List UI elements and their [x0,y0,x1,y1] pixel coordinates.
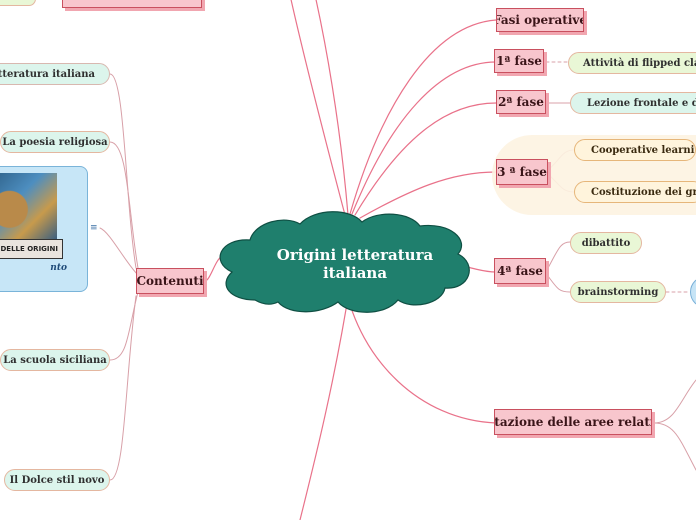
link-valutazione [344,284,497,424]
image-band-text: DELLE ORIGINI [0,245,59,253]
painting-image [0,173,57,239]
fase1-label: 1ª fase [496,54,542,68]
contenuti-item-dolce-stil-novo[interactable]: Il Dolce stil novo [4,469,110,491]
link-center-bottom [299,284,351,520]
link-contenuti-item1 [109,73,137,269]
fase4-child-brainstorming[interactable]: brainstorming [570,281,666,303]
contenuti-item-label: Il Dolce stil novo [9,474,105,486]
fase4-label: 4ª fase [497,264,543,278]
image-topic-card[interactable]: DELLE ORIGINI nto [0,166,88,292]
link-center-top1 [290,0,346,216]
link-fase4-child1 [547,241,571,269]
fase2-child-lezione[interactable]: Lezione frontale e dialogata [570,92,696,114]
fase4-child-label: dibattito [581,237,631,249]
fase2-label: 2ª fase [498,95,544,109]
contenuti-node[interactable]: Contenuti [136,268,204,294]
contenuti-item-poesia-religiosa[interactable]: La poesia religiosa [0,131,110,153]
image-caption: nto [50,263,67,273]
link-contenuti-image [99,227,139,276]
note-icon[interactable]: ≡ [90,223,98,233]
central-cloud[interactable] [219,211,470,313]
contenuti-item-label: La poesia religiosa [2,136,108,148]
central-topic-line1: Origini letteratura [276,246,434,264]
link-fase2 [354,102,497,216]
link-center-top2 [315,0,349,216]
fase1-child-label: Attività di flipped classroom [583,57,696,69]
fase1-node[interactable]: 1ª fase [494,49,544,73]
contenuti-item-label: La scuola siciliana [3,354,107,366]
contenuti-item-letteratura[interactable]: della letteratura italiana [0,63,110,85]
link-contenuti-item2 [109,141,139,269]
fase1-child-flipped[interactable]: Attività di flipped classroom [568,52,696,74]
fase3-child-label: Costituzione dei gruppi di [591,186,696,198]
fase4-child-label: brainstorming [577,286,659,298]
central-topic: Origini letteratura italiana [260,246,450,282]
link-valutazione-out1 [653,379,696,424]
link-fase4-child2 [547,275,571,293]
fase3-child-cooperative[interactable]: Cooperative learning [574,139,696,161]
fasi-operative-label: Fasi operative [496,13,584,27]
link-valutazione-out2 [653,422,696,471]
fase4-child-dibattito[interactable]: dibattito [570,232,642,254]
fase3-child-gruppi[interactable]: Costituzione dei gruppi di [574,181,696,203]
link-contenuti-item4 [109,295,137,481]
fase4-node[interactable]: 4ª fase [494,258,546,284]
link-fase3 [359,171,497,219]
fase3-child-label: Cooperative learning [591,144,695,156]
link-contenuti-item3 [109,291,139,361]
fase2-child-label: Lezione frontale e dialogata [587,97,696,109]
top-left-topic[interactable] [62,0,202,8]
contenuti-item-label: della letteratura italiana [0,68,95,80]
top-left-leaf[interactable] [0,0,36,6]
contenuti-item-scuola-siciliana[interactable]: La scuola siciliana [0,349,110,371]
valutazione-label: Valutazione delle aree relative a [494,415,651,429]
fase3-label: 3 ª fase [497,165,547,179]
link-contenuti [204,255,223,282]
central-topic-line2: italiana [322,264,388,282]
contenuti-label: Contenuti [136,274,204,288]
link-fase1 [351,61,497,215]
valutazione-node[interactable]: Valutazione delle aree relative a [494,409,652,435]
link-fasi-operative [349,19,497,215]
fasi-operative-node[interactable]: Fasi operative [496,8,584,32]
fase3-node[interactable]: 3 ª fase [496,159,548,185]
fase2-node[interactable]: 2ª fase [496,90,546,114]
image-band: DELLE ORIGINI [0,239,63,259]
